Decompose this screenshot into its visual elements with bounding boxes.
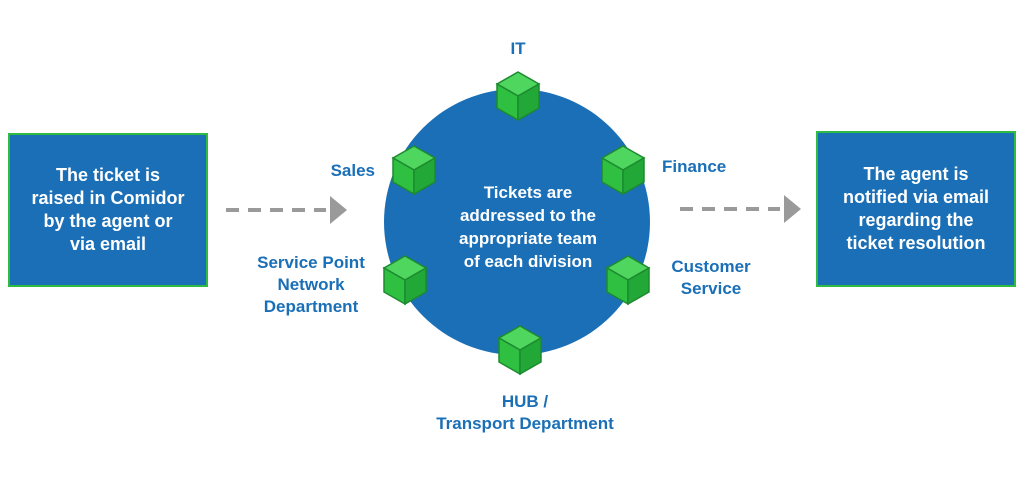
division-label-finance: Finance xyxy=(662,157,727,176)
division-label-sales: Sales xyxy=(330,161,375,180)
agent-notified-text: The agent is notified via email regardin… xyxy=(842,164,990,253)
ticket-raised-box: The ticket is raised in Comidor by the a… xyxy=(8,133,208,287)
hub-circle-text: Tickets are addressed to the appropriate… xyxy=(459,183,597,271)
agent-notified-box: The agent is notified via email regardin… xyxy=(816,131,1016,287)
arrow-hub-to-right xyxy=(680,195,801,223)
division-label-hub-transport: HUB / Transport Department xyxy=(436,392,614,433)
division-label-service-point: Service Point Network Department xyxy=(257,253,365,316)
hub-circle xyxy=(384,89,650,355)
arrowhead-icon xyxy=(784,195,801,223)
division-label-it: IT xyxy=(510,39,526,58)
arrow-left-to-hub xyxy=(226,196,347,224)
arrowhead-icon xyxy=(330,196,347,224)
ticket-raised-text: The ticket is raised in Comidor by the a… xyxy=(31,165,185,254)
division-label-customer-service: Customer Service xyxy=(671,257,751,298)
